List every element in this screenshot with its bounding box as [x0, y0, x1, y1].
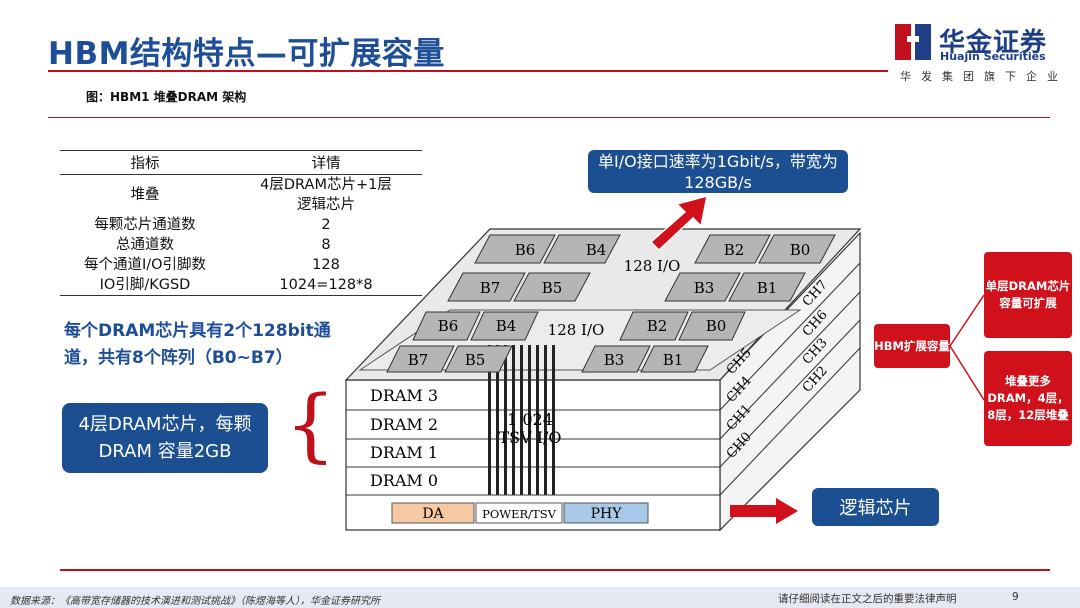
dram-layer-label: DRAM 0	[370, 471, 438, 490]
side-divider	[719, 291, 861, 440]
logo-name-en: Huajin Securities	[940, 50, 1046, 63]
figure-caption: 图：HBM1 堆叠DRAM 架构	[86, 90, 247, 104]
mindmap-bottom-text: 堆叠更多DRAM，4层，8层，12层堆叠	[987, 374, 1069, 422]
table-cell: 8	[321, 237, 331, 253]
logic-die-callout: 逻辑芯片	[812, 488, 939, 526]
table-cell: 1024=128*8	[230, 275, 422, 296]
mindmap-top-text: 单层DRAM芯片容量可扩展	[985, 279, 1071, 310]
bank-label: B0	[706, 317, 727, 335]
table-row: 总通道数 8	[60, 235, 422, 255]
power-tsv-block	[475, 502, 563, 524]
mid-banks	[386, 311, 746, 373]
dram-layers-callout-text: 4层DRAM芯片，每颗DRAM 容量2GB	[78, 414, 252, 462]
bank-label: B3	[604, 351, 625, 369]
dram-layer-label: DRAM 2	[370, 415, 438, 434]
table-row: IO引脚/KGSD 1024=128*8	[60, 275, 422, 296]
bank-label: B6	[438, 317, 459, 335]
logo-name-cn: 华金证券	[939, 28, 1048, 58]
bank-label: B0	[790, 241, 811, 259]
caption-divider	[48, 117, 1050, 118]
spec-table: 指标 详情 堆叠 4层DRAM芯片+1层逻辑芯片 每颗芯片通道数 2 总通道数 …	[60, 150, 422, 296]
channel-note: 每个DRAM芯片具有2个128bit通道，共有8个阵列（B0~B7）	[64, 321, 331, 368]
title-divider	[48, 70, 888, 72]
io-rate-callout-text: 单I/O接口速率为1Gbit/s，带宽为128GB/s	[598, 151, 838, 192]
up-right-arrow-icon	[649, 194, 708, 252]
right-arrow-icon	[730, 498, 798, 524]
bank-label: B5	[542, 279, 563, 297]
phy-block	[563, 502, 649, 524]
bank-label: B2	[647, 317, 668, 335]
tsv-label: TSV I/O	[498, 428, 561, 447]
bank-label: B6	[515, 241, 536, 259]
top-banks	[447, 234, 836, 302]
dram-layer-label: DRAM 3	[370, 386, 438, 405]
bank-label: B4	[496, 317, 517, 335]
side-divider	[719, 319, 861, 468]
table-header-row: 指标 详情	[60, 150, 422, 175]
bank-label: B1	[757, 279, 778, 297]
tsv-count: 1 024	[507, 410, 553, 429]
bank-label: B3	[694, 279, 715, 297]
footer-legal-notice: 请仔细阅读在正文之后的重要法律声明	[778, 593, 957, 605]
mindmap-connectors	[949, 294, 985, 401]
logic-die-callout-text: 逻辑芯片	[839, 498, 912, 519]
bank-label: B5	[465, 351, 486, 369]
io-rate-callout: 单I/O接口速率为1Gbit/s，带宽为128GB/s	[588, 150, 848, 193]
io-label: 128 I/O	[624, 257, 681, 275]
footer-source: 数据来源：《高带宽存储器的技术演进和测试挑战》（陈煜海等人），华金证券研究所	[10, 596, 380, 607]
bank-label: B7	[408, 351, 429, 369]
hbm-stack-diagram: B6 B4 B7 B5 B2 B0 B3 B1 128 I/O B6 B4 B7…	[344, 228, 862, 532]
base-block-label: PHY	[591, 506, 623, 522]
mindmap-center-text: HBM扩展容量	[874, 339, 950, 353]
da-block	[391, 502, 475, 524]
bank-label: B1	[663, 351, 684, 369]
logo-subtitle: 华发集团旗下企业	[900, 70, 1068, 83]
table-header-cell: 指标	[60, 150, 230, 175]
side-divider	[719, 347, 861, 496]
table-cell: 总通道数	[116, 237, 174, 253]
bank-label: B2	[724, 241, 745, 259]
table-cell: 128	[312, 257, 340, 273]
table-cell: 每个通道I/O引脚数	[83, 257, 207, 273]
base-block-label: DA	[422, 506, 444, 522]
mindmap-bottom-box: 堆叠更多DRAM，4层，8层，12层堆叠	[984, 351, 1072, 446]
dram-layers-callout: 4层DRAM芯片，每颗DRAM 容量2GB	[62, 403, 268, 473]
left-brace-icon: {	[285, 378, 336, 471]
table-cell: 4层DRAM芯片+1层逻辑芯片	[260, 177, 392, 213]
table-row: 每个通道I/O引脚数 128	[60, 255, 422, 275]
page-title: HBM结构特点—可扩展容量	[48, 36, 445, 72]
footer-bar	[0, 587, 1080, 608]
dram-layer-label: DRAM 1	[370, 443, 438, 462]
table-cell: 每颗芯片通道数	[94, 217, 196, 233]
table-header-cell: 详情	[230, 150, 422, 175]
table-row: 堆叠 4层DRAM芯片+1层逻辑芯片	[60, 175, 422, 216]
footer-divider	[60, 569, 1050, 571]
mindmap-top-box: 单层DRAM芯片容量可扩展	[984, 252, 1072, 338]
table-cell: 堆叠	[130, 187, 160, 203]
side-divider	[719, 262, 861, 411]
page-number: 9	[1012, 591, 1019, 603]
io-label: 128 I/O	[548, 321, 605, 339]
table-row: 每颗芯片通道数 2	[60, 215, 422, 235]
bank-label: B7	[480, 279, 501, 297]
table-cell: 2	[321, 217, 331, 233]
bank-label: B4	[586, 241, 607, 259]
table-cell: IO引脚/KGSD	[60, 275, 230, 296]
base-block-label: POWER/TSV	[482, 507, 556, 521]
huajin-logo-icon	[895, 24, 931, 60]
tsv-bars	[488, 345, 555, 495]
mindmap-center-box: HBM扩展容量	[874, 324, 950, 368]
